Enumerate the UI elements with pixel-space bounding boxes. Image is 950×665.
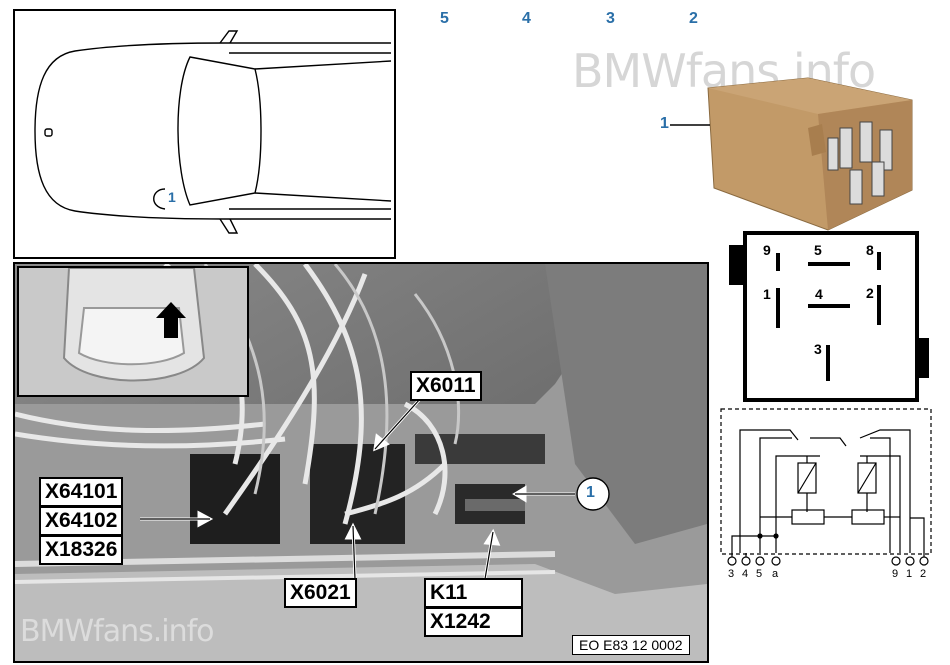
pinout-pin-4-bar — [808, 304, 850, 308]
header-number-3: 3 — [606, 10, 615, 27]
terminal-label-9: 9 — [892, 568, 899, 580]
terminal-label-1: 1 — [906, 568, 913, 580]
terminal-label-4: 4 — [742, 568, 749, 580]
car-outline-drawing — [34, 30, 392, 234]
relay-callout-number: 1 — [660, 115, 669, 132]
connector-label-x18326: X18326 — [39, 535, 124, 565]
terminal-label-5: 5 — [756, 568, 763, 580]
connector-label-x6011: X6011 — [410, 371, 482, 401]
pinout-left-tab — [729, 245, 743, 285]
header-number-2: 2 — [689, 10, 698, 27]
pinout-label-9: 9 — [763, 242, 771, 258]
pinout-right-tab — [915, 338, 929, 378]
pinout-label-2: 2 — [866, 285, 874, 301]
connector-label-x1242: X1242 — [424, 607, 523, 637]
header-number-4: 4 — [522, 10, 531, 27]
pinout-label-1: 1 — [763, 286, 771, 302]
pinout-label-8: 8 — [866, 242, 874, 258]
connector-label-x6021: X6021 — [284, 578, 357, 608]
relay-callout-line — [670, 124, 710, 126]
installation-photo — [13, 262, 709, 663]
pinout-pin-3-bar — [826, 345, 830, 381]
pinout-label-5: 5 — [814, 242, 822, 258]
relay-pinout-diagram — [743, 231, 919, 402]
connector-label-x64102: X64102 — [39, 506, 124, 536]
relay-circuit-schematic — [720, 408, 932, 566]
watermark-bottom: BMWfans.info — [20, 614, 215, 649]
photo-callout-number: 1 — [586, 484, 595, 501]
figure-code: EO E83 12 0002 — [572, 635, 690, 655]
terminal-label-3: 3 — [728, 568, 735, 580]
pinout-pin-8-bar — [877, 252, 881, 270]
inset-photo — [17, 266, 249, 397]
connector-label-k11: K11 — [424, 578, 523, 608]
relay-illustration — [707, 77, 913, 231]
pinout-pin-2-bar — [877, 285, 881, 325]
pinout-pin-9-bar — [776, 253, 780, 271]
header-number-5: 5 — [440, 10, 449, 27]
engine-bay-photo-drawing — [15, 264, 707, 661]
car-location-panel: 1 — [13, 9, 396, 259]
pinout-label-3: 3 — [814, 341, 822, 357]
connector-label-x64101: X64101 — [39, 477, 124, 507]
terminal-label-a: a — [772, 568, 779, 580]
pinout-pin-1-bar — [776, 288, 780, 328]
terminal-label-2: 2 — [920, 568, 927, 580]
pinout-pin-5-bar — [808, 262, 850, 266]
inset-photo-drawing — [19, 268, 247, 395]
pinout-label-4: 4 — [815, 286, 823, 302]
car-callout-number: 1 — [168, 189, 176, 205]
